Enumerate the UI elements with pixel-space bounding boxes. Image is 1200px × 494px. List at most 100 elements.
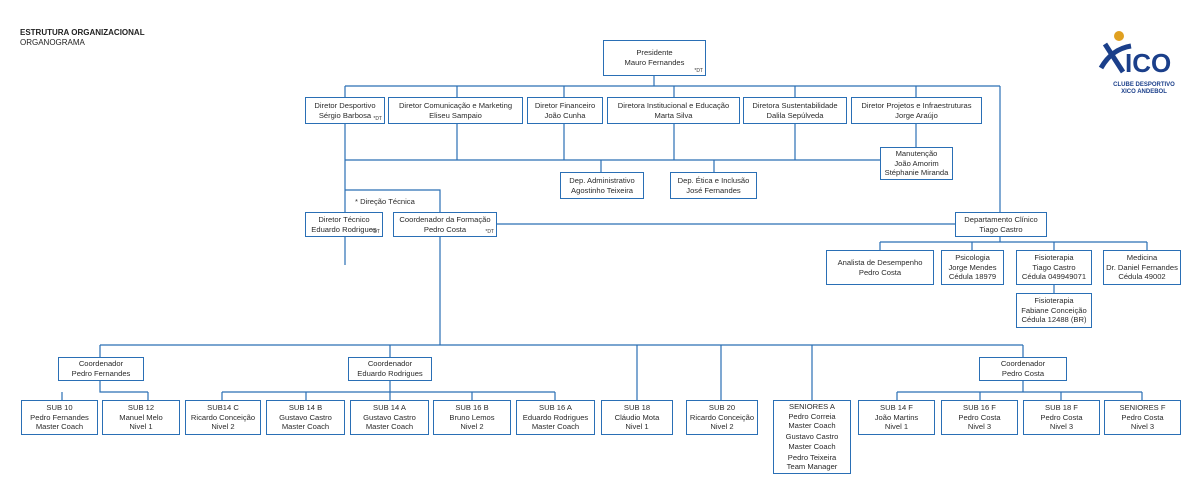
node-text-line: Diretora Institucional e Educação: [617, 100, 730, 110]
node-text-line: Coordenador: [1000, 359, 1046, 369]
node-text-line: Diretor Financeiro: [534, 100, 596, 110]
node-text-line: Master Coach: [788, 441, 836, 451]
node-text-line: Cédula 18979: [948, 272, 997, 282]
logo-line2: XICO ANDEBOL: [1121, 89, 1167, 95]
node-text-line: Master Coach: [531, 422, 580, 432]
node-text-line: SUB 18: [623, 403, 651, 413]
node-text-line: Fabiane Conceição: [1021, 305, 1087, 315]
logo-text: CLUBE DESPORTIVO XICO ANDEBOL: [1109, 82, 1179, 96]
direcao-tecnica-note: * Direção Técnica: [355, 197, 415, 206]
node-text-line: Cédula 49002: [1118, 272, 1166, 282]
node-text-line: Manutenção: [895, 149, 938, 159]
node-text-line: Dalila Sepúlveda: [766, 110, 824, 120]
node-text-line: Master Coach: [788, 421, 836, 431]
dt-marker: *DT: [485, 229, 494, 235]
node-text-line: Pedro Fernandes: [30, 412, 89, 422]
node-text-line: SUB 18 F: [1045, 403, 1078, 413]
node-text-line: SUB 16 B: [455, 403, 489, 413]
node-text-line: Pedro Teixeira: [787, 452, 837, 462]
logo-line1: CLUBE DESPORTIVO: [1113, 82, 1175, 88]
node-text-line: SENIORES A: [789, 402, 835, 411]
node-text-line: Pedro Costa: [858, 267, 902, 277]
node-text-line: Pedro Costa: [1040, 412, 1083, 422]
node-text-line: Pedro Costa: [958, 412, 1001, 422]
node-text-line: Dr. Daniel Fernandes: [1106, 262, 1178, 272]
node-text-line: Presidente: [636, 48, 673, 58]
node-text-line: Sérgio Barbosa: [318, 110, 372, 120]
node-text-line: SUB 12: [127, 403, 155, 413]
node-text-line: Nivel 2: [460, 422, 484, 432]
dt-marker: *DT: [373, 116, 382, 122]
node-text-line: Diretora Sustentabilidade: [752, 100, 838, 110]
node-text-line: Dep. Ética e Inclusão: [677, 175, 750, 185]
node-text-line: Tiago Castro: [979, 224, 1023, 234]
node-text-line: Cláudio Mota: [614, 412, 660, 422]
node-text-line: Gustavo Castro: [363, 412, 416, 422]
node-text-line: Eduardo Rodrigues: [311, 224, 377, 234]
club-logo: ICO CLUBE DESPORTIVO XICO ANDEBOL: [1095, 24, 1185, 104]
node-text-line: Diretor Técnico: [318, 214, 370, 224]
node-text-line: Eduardo Rodrigues: [522, 412, 589, 422]
node-text-line: SUB 14 B: [288, 403, 323, 413]
svg-text:ICO: ICO: [1125, 48, 1171, 78]
node-text-line: Eliseu Sampaio: [429, 110, 482, 120]
node-text-line: SUB 16 F: [963, 403, 996, 413]
node-text-line: Bruno Lemos: [449, 412, 495, 422]
node-text-line: Team Manager: [786, 462, 838, 472]
node-text-line: Ricardo Conceição: [190, 412, 256, 422]
node-text-line: SENIORES F: [1119, 403, 1166, 413]
node-text-line: Manuel Melo: [119, 412, 163, 422]
node-text-line: José Fernandes: [686, 185, 741, 195]
node-text-line: Nivel 3: [1130, 422, 1155, 432]
node-text-line: Master Coach: [365, 422, 414, 432]
node-text-line: Departamento Clínico: [964, 214, 1038, 224]
node-text-line: SUB 20: [708, 403, 736, 413]
node-text-line: Nivel 2: [710, 422, 734, 432]
node-text-line: Gustavo Castro: [785, 432, 839, 442]
node-text-line: Jorge Mendes: [948, 262, 997, 272]
node-text-line: Nivel 3: [967, 422, 992, 432]
logo-mark-icon: ICO: [1098, 31, 1171, 78]
node-text-line: Pedro Costa: [423, 224, 467, 234]
node-text-line: Cédula 12488 (BR): [1021, 315, 1087, 325]
node-text-line: Fisioterapia: [1034, 253, 1074, 263]
node-text-line: João Martins: [874, 412, 919, 422]
dt-marker: *DT: [371, 229, 380, 235]
node-text-line: Diretor Comunicação e Marketing: [398, 100, 513, 110]
node-text-line: Stéphanie Miranda: [884, 168, 949, 178]
node-text-line: Coordenador: [78, 359, 124, 369]
node-text-line: Diretor Projetos e Infraestruturas: [861, 100, 972, 110]
node-text-line: Pedro Costa: [1121, 412, 1164, 422]
node-text-line: Jorge Araújo: [895, 110, 938, 120]
node-text-line: Nivel 1: [129, 422, 153, 432]
page-title: ESTRUTURA ORGANIZACIONAL: [20, 28, 145, 37]
node-text-line: João Amorim: [894, 158, 939, 168]
node-text-line: Nivel 1: [884, 422, 909, 432]
